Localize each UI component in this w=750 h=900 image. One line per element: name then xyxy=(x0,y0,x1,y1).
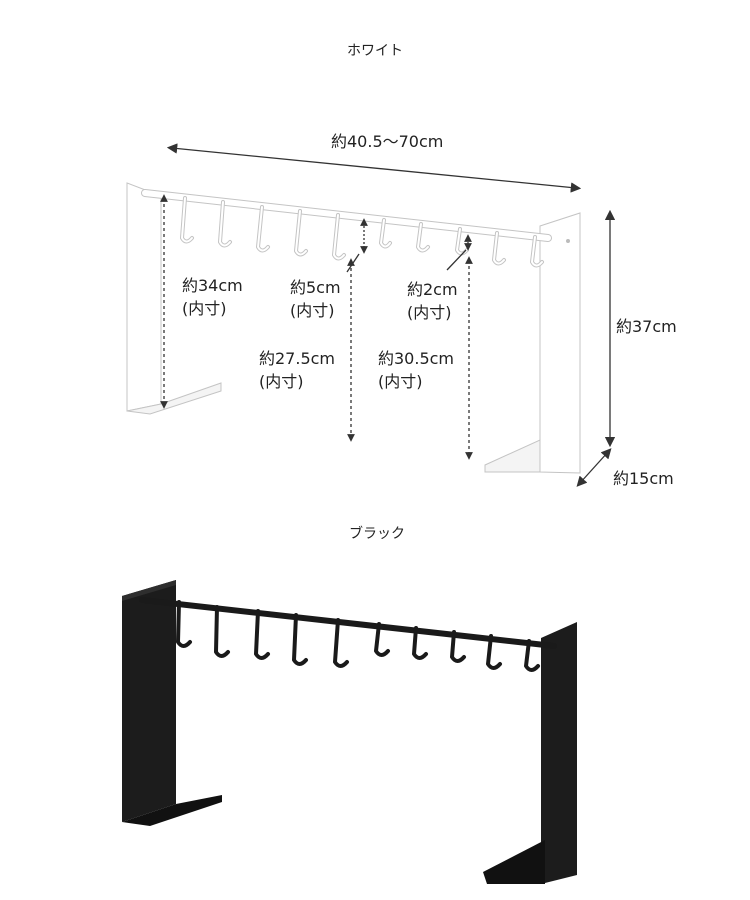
height-label: 約37cm xyxy=(616,317,677,336)
black-right-panel xyxy=(541,622,577,884)
white-left-panel xyxy=(126,182,162,412)
below-hook-a-value: 約27.5cm xyxy=(259,349,336,368)
white-left-foot xyxy=(126,382,222,415)
below-hook-b-label: 約30.5cm (内寸) xyxy=(378,347,454,393)
black-left-panel xyxy=(122,580,176,822)
hook-gap-value: 約2cm xyxy=(407,280,458,299)
dimension-arrows xyxy=(160,143,616,487)
below-hook-a-label: 約27.5cm (内寸) xyxy=(259,347,335,393)
width-arrow xyxy=(166,143,582,193)
inner-height-note: (内寸) xyxy=(182,299,227,318)
hook-gap-label: 約2cm (内寸) xyxy=(407,278,458,324)
below-hook-b-value: 約30.5cm xyxy=(378,349,455,368)
depth-label: 約15cm xyxy=(613,469,674,488)
black-left-foot xyxy=(122,795,222,826)
inner-height-label: 約34cm (内寸) xyxy=(182,274,243,320)
black-hooks xyxy=(176,600,540,672)
variant-title-black: ブラック xyxy=(349,526,405,542)
inner-height-value: 約34cm xyxy=(182,276,243,295)
below-hook-a-note: (内寸) xyxy=(259,372,304,391)
black-rack xyxy=(122,580,577,884)
hook-length-value: 約5cm xyxy=(290,278,341,297)
variant-title-white: ホワイト xyxy=(347,43,403,59)
white-right-panel xyxy=(539,212,581,474)
width-label: 約40.5～70cm xyxy=(331,132,444,151)
white-right-foot xyxy=(484,439,541,473)
black-right-foot xyxy=(483,840,545,884)
white-rack xyxy=(126,182,581,474)
hook-length-label: 約5cm (内寸) xyxy=(290,276,341,322)
hook-length-note: (内寸) xyxy=(290,301,335,320)
depth-arrow xyxy=(576,448,612,487)
black-bar xyxy=(139,597,557,649)
hook-gap-note: (内寸) xyxy=(407,303,452,322)
below-hook-b-note: (内寸) xyxy=(378,372,423,391)
